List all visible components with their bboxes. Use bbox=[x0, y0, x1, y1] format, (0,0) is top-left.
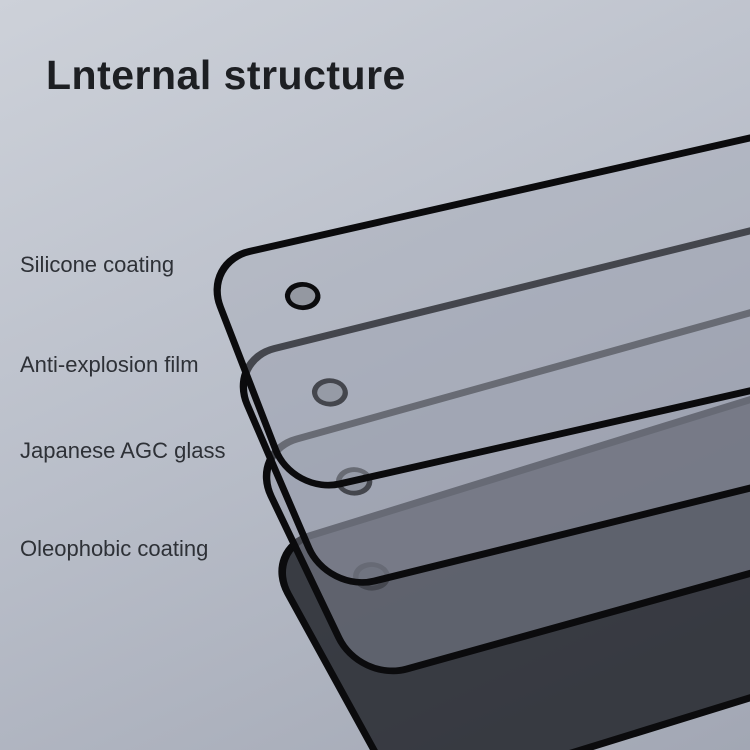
page-title: Lnternal structure bbox=[46, 52, 406, 98]
layer-label-anti-explosion-film: Anti-explosion film bbox=[20, 352, 199, 377]
layer-label-silicone-coating: Silicone coating bbox=[20, 252, 175, 277]
layer-label-oleophobic-coating: Oleophobic coating bbox=[20, 536, 209, 561]
layer-label-japanese-agc-glass: Japanese AGC glass bbox=[20, 438, 226, 463]
